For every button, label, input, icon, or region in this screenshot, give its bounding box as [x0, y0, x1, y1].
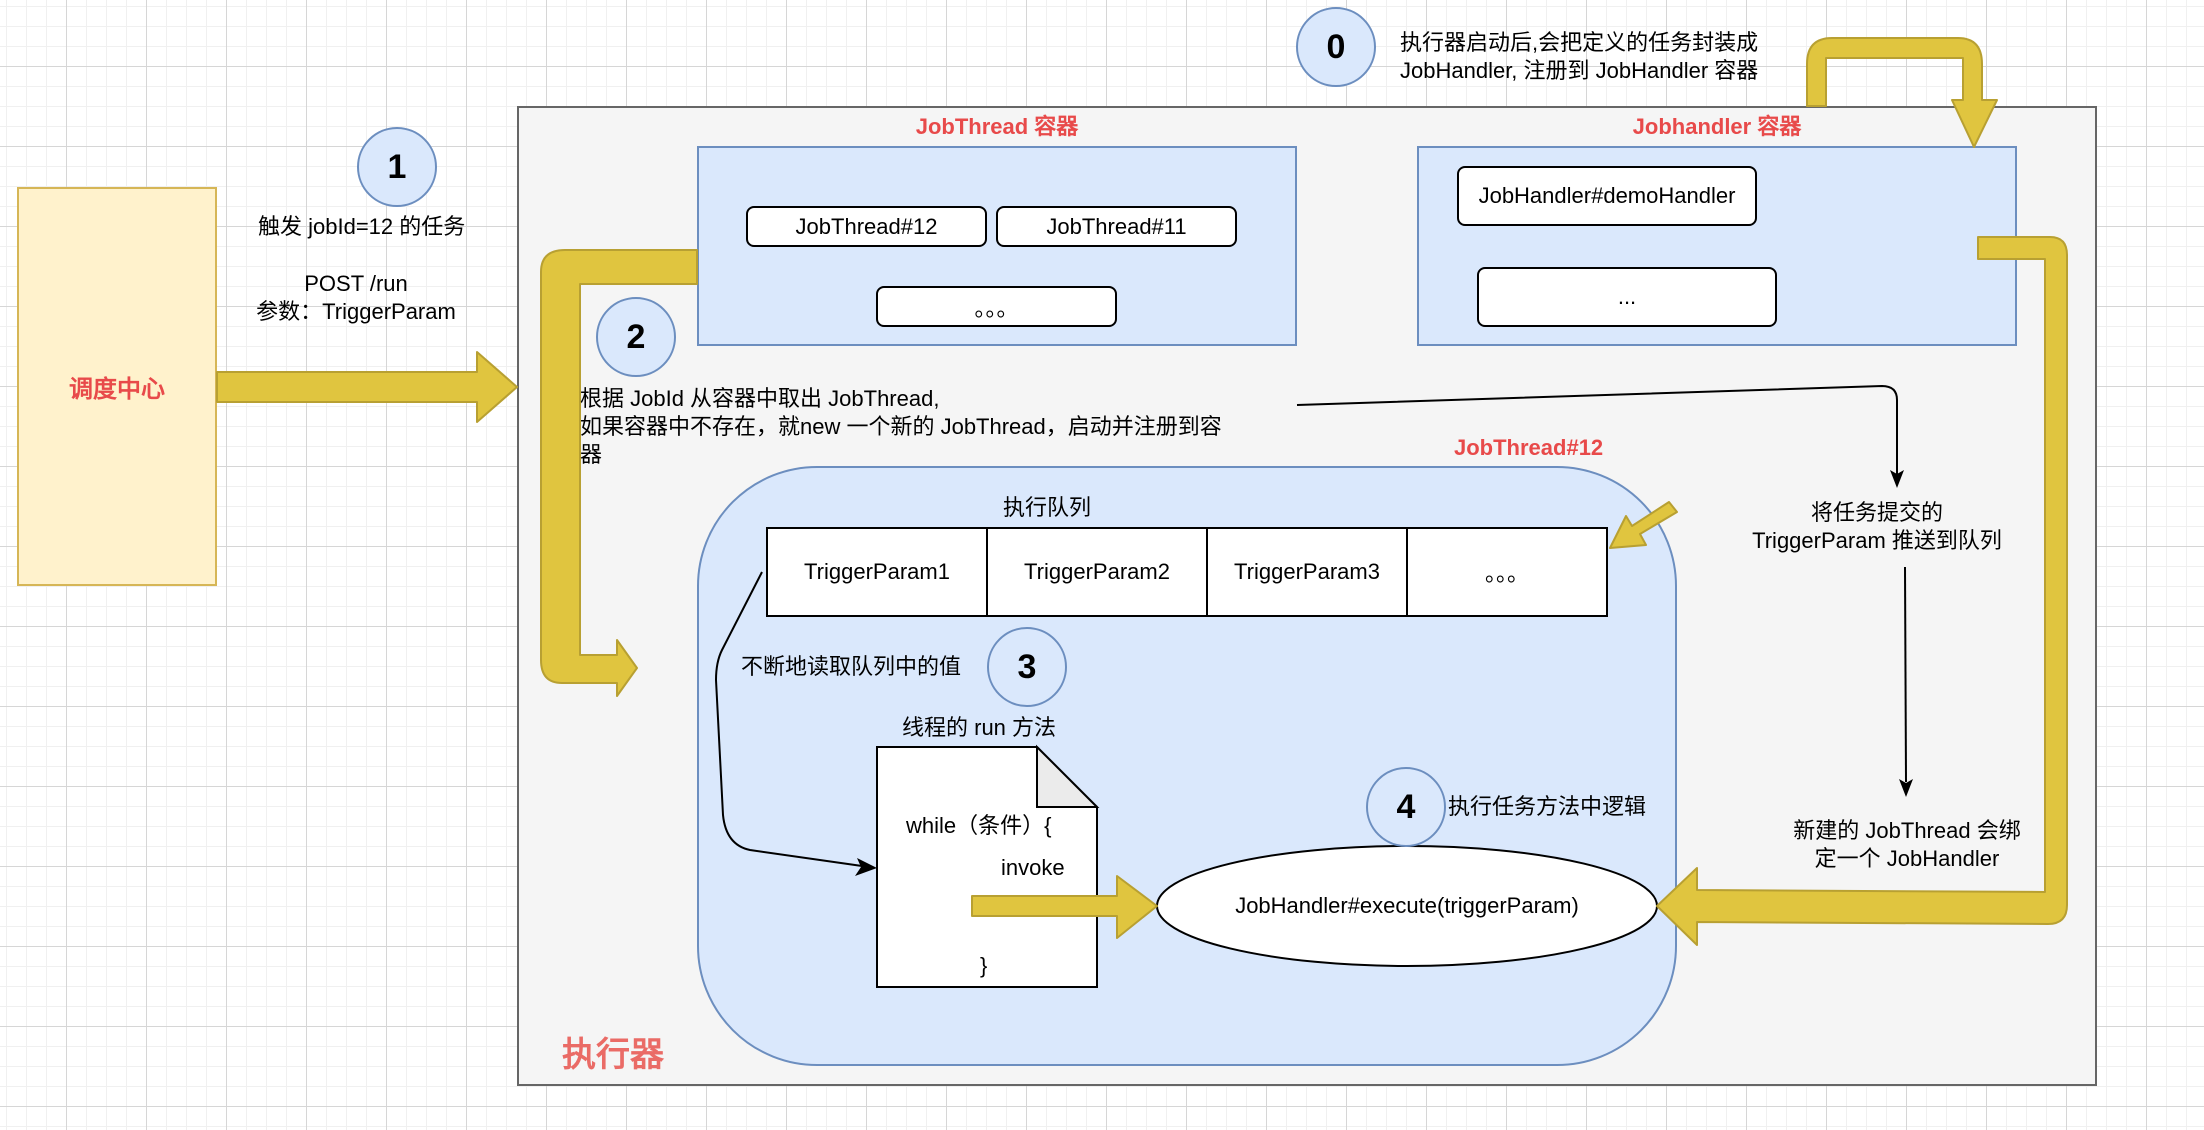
jobthread-detail-title: JobThread#12 [1454, 435, 1604, 460]
bind-handler-arrowhead [1899, 779, 1913, 797]
read-queue-arrowhead [855, 858, 877, 876]
run-method-code-line: invoke [1001, 855, 1065, 880]
push-queue-note: TriggerParam 推送到队列 [1752, 528, 2002, 553]
register-handler-arrow [1806, 37, 1998, 148]
step-0-text: 执行器启动后,会把定义的任务封装成 [1400, 30, 1759, 55]
step-2-text: 器 [580, 442, 603, 467]
bind-handler-note: 新建的 JobThread 会绑 [1793, 818, 2021, 843]
step-1-badge: 1 [357, 127, 437, 207]
execute-label[interactable]: JobHandler#execute(triggerParam) [1235, 893, 1579, 918]
jobthread-item[interactable]: JobThread#12 [746, 206, 987, 247]
queue-cell[interactable]: TriggerParam2 [986, 527, 1208, 617]
bind-handler-connector [1904, 566, 1907, 783]
step-1-request: 参数：TriggerParam [256, 299, 456, 324]
step-0-badge: 0 [1296, 7, 1376, 87]
push-queue-connector [1296, 384, 1898, 475]
jobhandler-container-title: Jobhandler 容器 [1632, 114, 1802, 139]
invoke-arrow [971, 875, 1158, 939]
push-queue-note: 将任务提交的 [1810, 500, 1943, 525]
scheduler-label: 调度中心 [69, 376, 165, 403]
queue-cell[interactable]: TriggerParam1 [766, 527, 988, 617]
run-method-code-line: } [980, 953, 988, 978]
step-1-request: POST /run [304, 271, 408, 296]
bind-handler-note: 定一个 JobHandler [1814, 846, 2000, 871]
executor-label: 执行器 [562, 1036, 664, 1074]
scheduler-box[interactable]: 调度中心 [17, 187, 217, 586]
jobthread-item[interactable]: JobThread#11 [996, 206, 1237, 247]
push-queue-arrowhead [1890, 470, 1904, 488]
jobthread-container-title: JobThread 容器 [915, 114, 1079, 139]
jobhandler-item-more[interactable]: ... [1477, 267, 1777, 327]
read-queue-connector [714, 571, 863, 867]
step-4-badge: 4 [1366, 767, 1446, 847]
run-method-code-line: while（条件）{ [906, 813, 1052, 838]
jobthread-item-more[interactable]: 。。。 [876, 286, 1117, 327]
queue-cell[interactable]: TriggerParam3 [1206, 527, 1408, 617]
run-method-label: 线程的 run 方法 [902, 715, 1057, 740]
queue-label: 执行队列 [1003, 495, 1092, 520]
jobhandler-item[interactable]: JobHandler#demoHandler [1457, 166, 1757, 226]
step-2-badge: 2 [596, 297, 676, 377]
step-3-text: 不断地读取队列中的值 [741, 654, 962, 679]
step-2-text: 根据 JobId 从容器中取出 JobThread, [580, 386, 940, 411]
push-queue-arrow [1609, 501, 1678, 549]
bind-handler-arrow [1656, 236, 2068, 946]
lookup-jobthread-arrow [540, 249, 698, 697]
queue-cell-more[interactable]: 。。。 [1406, 527, 1608, 617]
trigger-arrow [216, 351, 518, 423]
step-1-text: 触发 jobId=12 的任务 [258, 214, 466, 239]
step-4-text: 执行任务方法中逻辑 [1448, 794, 1647, 819]
step-0-text: JobHandler, 注册到 JobHandler 容器 [1400, 58, 1759, 83]
step-2-text: 如果容器中不存在，就new 一个新的 JobThread，启动并注册到容 [580, 414, 1222, 439]
document-fold [1036, 744, 1100, 808]
step-3-badge: 3 [987, 627, 1067, 707]
